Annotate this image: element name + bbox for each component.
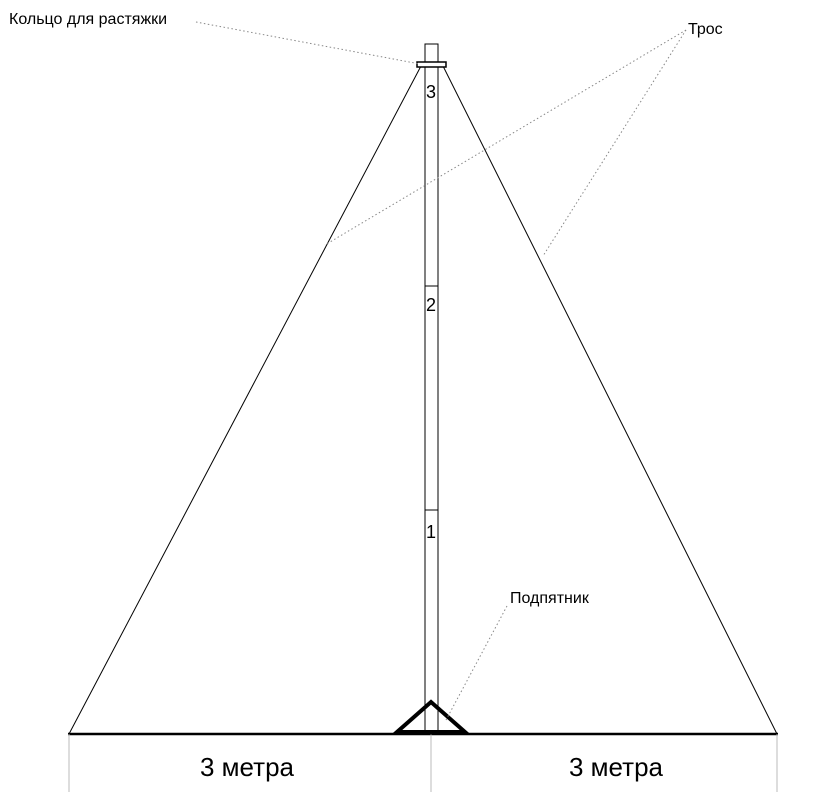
guy-ring [416,61,447,68]
leader-cable-left [324,29,687,246]
leader-ring [195,21,421,65]
cable-label: Трос [688,21,723,38]
section-label-1: 1 [426,522,436,542]
guy-cable-right [442,65,778,735]
mast [424,43,439,735]
footstep-triangle [391,699,471,734]
dimension-label-right: 3 метра [569,752,664,782]
footstep-label: Подпятник [510,590,590,607]
section-label-3: 3 [426,82,436,102]
dimension-label-left: 3 метра [200,752,295,782]
ring-label: Кольцо для растяжки [9,11,167,28]
guy-cable-left [68,65,422,735]
section-label-2: 2 [426,295,436,315]
leader-cable-right [542,29,687,257]
leader-footstep [445,605,508,721]
